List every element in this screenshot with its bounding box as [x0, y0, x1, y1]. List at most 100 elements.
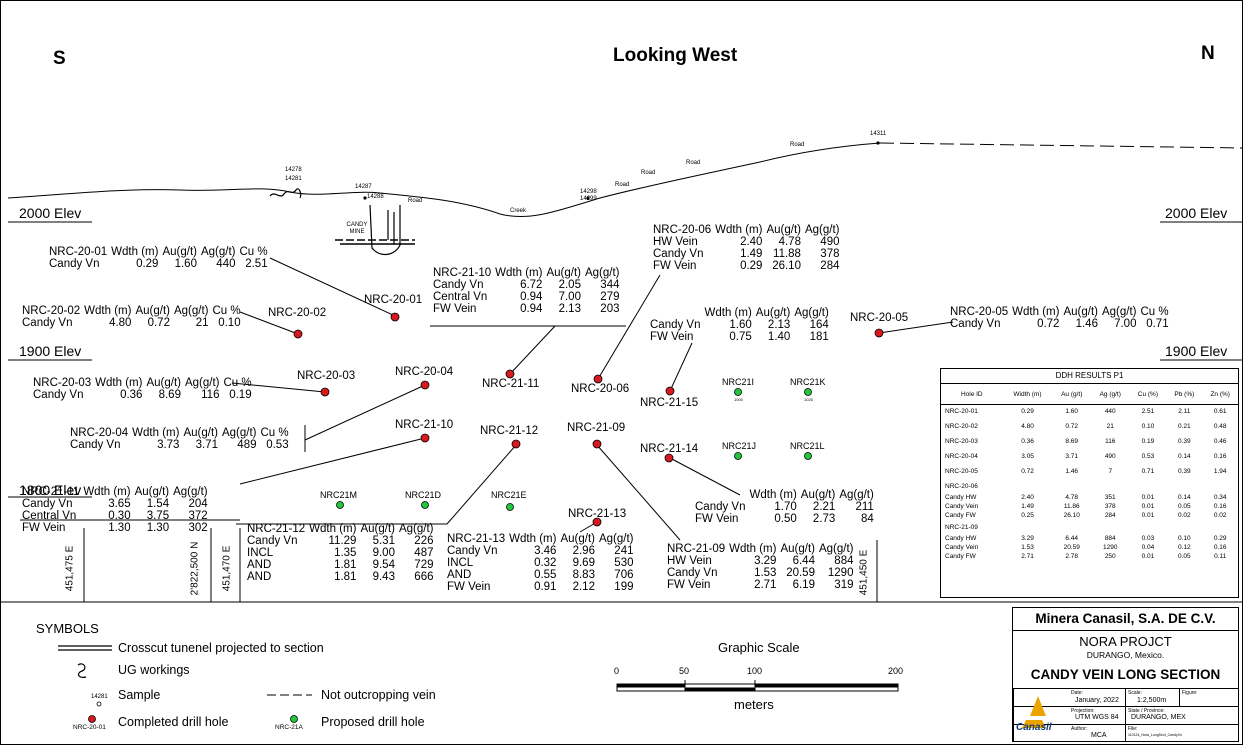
ddh-header-cell: Width (m) [1002, 384, 1053, 405]
section-name: CANDY VEIN LONG SECTION [1030, 667, 1221, 682]
assay-cell: 2.13 [558, 303, 581, 315]
assay-cell: Au(g/t) [1063, 306, 1098, 318]
leader-nrc-21-11 [509, 325, 556, 375]
assay-cell: NRC-20-04 [70, 427, 129, 439]
assay-cell: 344 [600, 279, 620, 291]
assay-cell: 7.00 [558, 291, 581, 303]
assay-cell: AND [447, 569, 472, 581]
assay-cell: 1290 [827, 567, 854, 579]
assay-cell: 1.46 [1075, 318, 1098, 330]
assay-cell: 181 [809, 331, 829, 343]
assay-cell: NRC-20-05 [950, 306, 1009, 318]
scale-title: Graphic Scale [718, 640, 800, 655]
completed-drill-hole [293, 329, 303, 339]
completed-drill-hole [420, 433, 430, 443]
hole-label-nrc-21-13: NRC-21-13 [568, 508, 627, 520]
proposed-tag: 1025 [804, 397, 813, 402]
proposed-drill-hole [336, 501, 344, 509]
assay-cell: Ag(g/t) [173, 305, 209, 317]
assay-cell: Au(g/t) [135, 305, 170, 317]
assay-cell: 164 [809, 319, 829, 331]
assay-cell: AND [247, 559, 272, 571]
leader-nrc-21-09 [596, 444, 681, 541]
creek-label: Creek [510, 208, 527, 214]
ddh-cell: 11.86 [1063, 503, 1080, 510]
ddh-cell: 0.01 [1141, 494, 1155, 501]
assay-cell: Central Vn [22, 510, 77, 522]
assay-cell: 378 [820, 248, 840, 260]
ddh-cell: 6.44 [1065, 535, 1079, 542]
ddh-cell [1052, 480, 1091, 494]
ddh-cell: 2.40 [1021, 494, 1034, 501]
project-name: NORA PROJCT [1079, 634, 1172, 649]
projection-label: Projection: [1071, 708, 1095, 714]
ddh-cell: 0.48 [1213, 423, 1227, 430]
scale-tick-label: 50 [679, 666, 690, 676]
scale-tick-label: 200 [888, 666, 904, 676]
assay-cell: Ag(g/t) [794, 307, 829, 319]
scale-bar-fill [617, 684, 685, 688]
legend-proposed-tag: NRC-21A [275, 724, 303, 731]
assay-cell: 0.29 [136, 258, 159, 270]
elev-1900-left-label: 1900 Elev [19, 343, 82, 359]
legend-completed-tag: NRC-20-01 [73, 724, 106, 731]
scale-value: 1:2,500m [1137, 697, 1167, 704]
legend-completed-label: Completed drill hole [118, 715, 229, 729]
ddh-cell: 0.04 [1141, 544, 1155, 551]
elev-2000-right-label: 2000 Elev [1165, 205, 1228, 221]
assay-cell: Au(g/t) [780, 543, 815, 555]
ddh-cell: NRC-20-03 [945, 438, 978, 445]
assay-cell: 706 [614, 569, 634, 581]
assay-cell: Cu % [223, 377, 252, 389]
assay-cell: 2.71 [754, 579, 777, 591]
scale-bar-fill [685, 687, 755, 691]
hole-label-nrc-21-10: NRC-21-10 [395, 419, 454, 431]
proposed-label: NRC21I [722, 377, 755, 387]
ddh-cell: NRC-20-06 [945, 482, 978, 490]
ddh-cell: 0.19 [1141, 438, 1155, 445]
assay-cell: Central Vn [433, 291, 488, 303]
topography-line [7, 142, 881, 218]
assay-cell: 2.13 [767, 319, 791, 331]
assay-cell: 199 [614, 581, 634, 593]
ddh-cell: 0.01 [1141, 553, 1155, 560]
assay-cell: Ag(g/t) [398, 523, 434, 535]
assay-cell: Wdth (m) [749, 489, 797, 501]
assay-cell: 2.96 [572, 545, 595, 557]
ddh-cell: 0.29 [1213, 535, 1227, 542]
assay-cell: 11.88 [773, 248, 801, 260]
author-value: MCA [1091, 732, 1107, 739]
sample-label: 14288 [367, 194, 384, 200]
file-label: File: [1128, 726, 1138, 732]
ddh-cell: 26.10 [1063, 512, 1080, 519]
ddh-cell: 0.53 [1141, 453, 1155, 460]
assay-cell: 1.30 [146, 522, 170, 534]
assay-cell: Candy Vn [33, 389, 84, 401]
proposed-drill-hole [421, 501, 429, 509]
not-outcropping-vein-line [879, 142, 1243, 149]
assay-cell: 1.30 [108, 522, 131, 534]
assay-cell: 2.51 [245, 258, 268, 270]
grid-label-e2: 451,470 E [221, 545, 233, 592]
ddh-cell: Candy HW [945, 494, 977, 501]
author-label: Author: [1071, 726, 1088, 732]
assay-cell: Ag(g/t) [173, 486, 208, 498]
assay-cell: 2.73 [812, 513, 836, 525]
grid-label-e1: 451,475 E [64, 545, 76, 592]
date-value: January, 2022 [1075, 697, 1119, 704]
assay-cell: 9.69 [572, 557, 595, 569]
